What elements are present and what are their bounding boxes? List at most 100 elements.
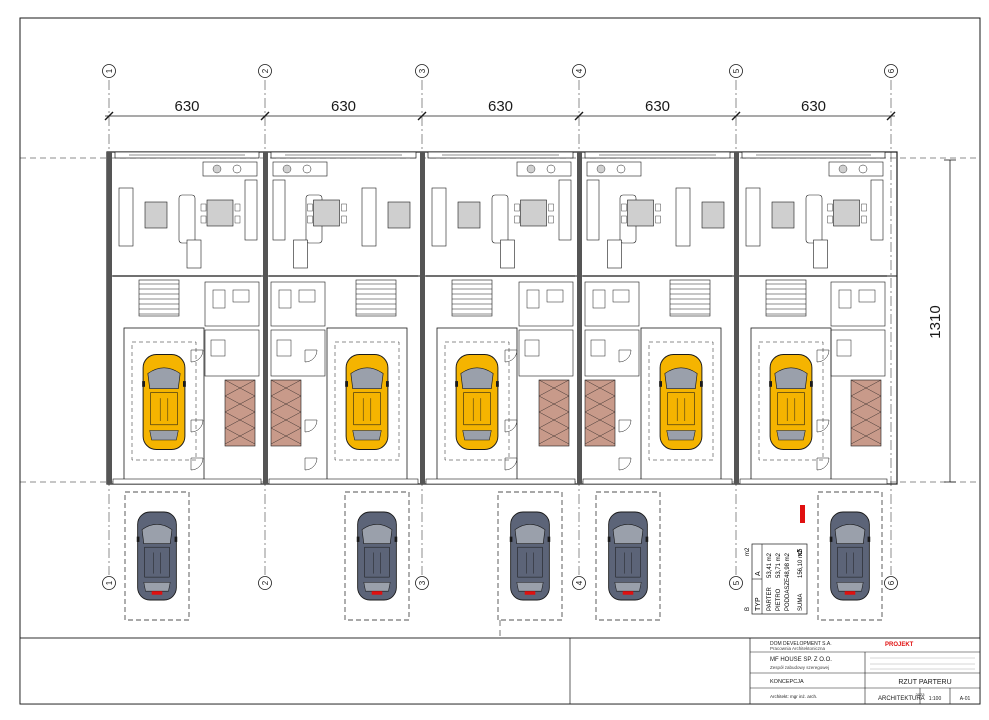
- grid-axis-bubble: [729, 576, 743, 590]
- washbasin: [298, 289, 316, 303]
- tb-company-line-2: Pracownia Architektoniczna: [770, 646, 826, 651]
- entrance-floor: [270, 379, 302, 447]
- coffee-table: [457, 201, 481, 229]
- car-windshield: [612, 524, 644, 544]
- car-taillight: [524, 591, 536, 595]
- dimension-depth-label: 1310: [927, 305, 944, 338]
- parking-spots: [124, 491, 883, 621]
- bathroom: [270, 281, 326, 327]
- tile-line: [584, 379, 616, 397]
- car-rear-window: [462, 430, 492, 441]
- grid-axis-label: 2: [261, 580, 270, 585]
- chair: [548, 215, 554, 224]
- tb-project-subtitle: Zespół zabudowy szeregowej: [770, 665, 829, 670]
- red-marker: [800, 505, 805, 523]
- tile-line: [584, 411, 616, 429]
- car: [345, 354, 389, 450]
- tv-unit: [361, 187, 377, 247]
- side-counter: [244, 179, 258, 241]
- bathroom: [584, 281, 640, 327]
- chair: [514, 203, 520, 212]
- area-table-header-b: B: [745, 607, 751, 611]
- chair: [655, 203, 661, 212]
- kitchen-counter: [202, 161, 258, 177]
- kitchen-counter: [516, 161, 572, 177]
- car-rear-window: [516, 582, 544, 592]
- dining-table: [206, 199, 234, 227]
- car-mirror: [645, 536, 649, 542]
- grid-axis-label: 1: [105, 580, 114, 585]
- utility-room: [518, 329, 574, 377]
- grid-axis-bubble: [258, 64, 272, 78]
- dimension-bay-label: 630: [488, 98, 513, 115]
- party-wall: [577, 152, 582, 484]
- grid-axis-bubble: [102, 576, 116, 590]
- car-mirror: [607, 536, 611, 542]
- dimension-bay-label: 630: [331, 98, 356, 115]
- car-rear-window: [776, 430, 806, 441]
- car-mirror: [700, 381, 703, 387]
- wc: [838, 289, 852, 309]
- front-wall: [268, 478, 419, 485]
- appliance: [276, 339, 292, 357]
- entrance-floor: [538, 379, 570, 447]
- entrance-floor: [850, 379, 882, 447]
- title-block: DOM DEVELOPMENT S.A. Pracownia Architekt…: [19, 637, 981, 705]
- cabinet: [186, 239, 202, 269]
- door-swing: [190, 349, 204, 363]
- front-wall: [582, 478, 733, 485]
- cabinet: [813, 239, 828, 269]
- grid-axis-label: 3: [418, 68, 427, 73]
- car-mirror: [547, 536, 551, 542]
- door-swing: [618, 419, 632, 433]
- chair: [234, 215, 241, 224]
- car-mirror: [829, 536, 833, 542]
- tile-line: [270, 379, 302, 397]
- tb-phase: KONCEPCJA: [770, 679, 804, 685]
- tv-unit: [431, 187, 447, 247]
- car-windshield: [141, 524, 173, 544]
- dimension-right: [944, 159, 956, 483]
- car: [136, 511, 178, 601]
- car-windshield: [834, 524, 866, 544]
- car-rear-window: [363, 582, 391, 592]
- appliance: [524, 339, 540, 357]
- utility-room: [830, 329, 886, 377]
- cabinet: [500, 239, 515, 269]
- tile-line: [270, 411, 302, 429]
- car-windshield: [514, 524, 546, 544]
- bathroom: [518, 281, 574, 327]
- car-rear-window: [836, 582, 864, 592]
- appliance: [590, 339, 606, 357]
- cabinet: [293, 239, 308, 269]
- car-mirror: [386, 381, 389, 387]
- side-counter: [870, 179, 884, 241]
- stair-outline: [355, 279, 397, 317]
- entrance-floor: [584, 379, 616, 447]
- stair-outline: [669, 279, 711, 317]
- car-windshield: [664, 367, 698, 390]
- car-taillight: [371, 591, 383, 595]
- door-swing: [304, 457, 318, 471]
- car-roof: [364, 546, 390, 578]
- house-unit: [420, 151, 576, 485]
- chair: [514, 215, 520, 224]
- car-windshield: [460, 367, 494, 390]
- tile-line: [270, 395, 302, 413]
- bathroom: [204, 281, 260, 327]
- dining-table: [313, 199, 340, 227]
- house-unit: [263, 151, 419, 485]
- tile-line: [538, 379, 570, 397]
- kitchen-counter: [586, 161, 642, 177]
- grid-axis-bubble: [572, 64, 586, 78]
- chair: [307, 215, 313, 224]
- stair-outline: [765, 279, 807, 317]
- area-table-header-typ: TYP: [755, 597, 762, 611]
- entrance-floor: [224, 379, 256, 447]
- wc: [278, 289, 292, 309]
- party-wall: [734, 152, 739, 484]
- car-rear-window: [143, 582, 171, 592]
- tile-line: [850, 395, 882, 413]
